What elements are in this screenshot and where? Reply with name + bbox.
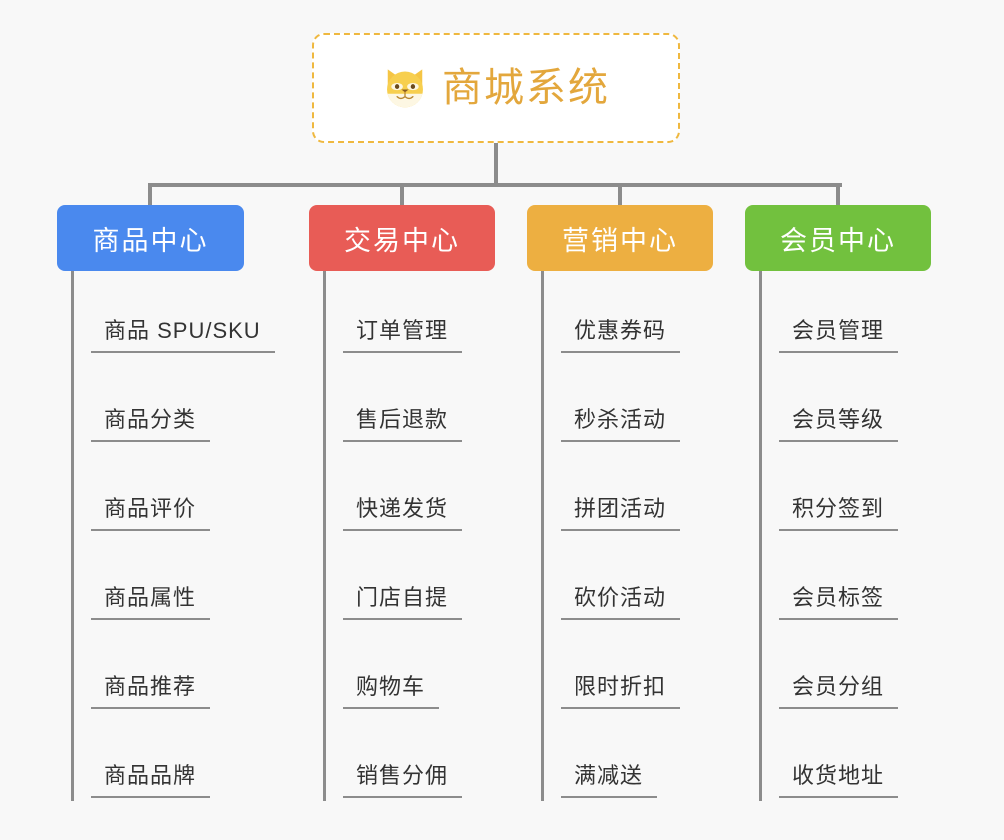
connector-root-vertical: [494, 143, 498, 185]
list-item-label: 会员管理: [779, 313, 899, 353]
root-node[interactable]: 商城系统: [312, 33, 680, 143]
connector-drop-1: [400, 183, 404, 205]
connector-drop-2: [618, 183, 622, 205]
list-item-label: 秒杀活动: [561, 402, 681, 442]
list-item-label: 销售分佣: [343, 758, 463, 798]
list-item[interactable]: 会员等级: [762, 356, 931, 445]
category-header-label: 商品中心: [92, 225, 209, 256]
list-item[interactable]: 满减送: [544, 712, 713, 801]
list-item-label: 砍价活动: [561, 580, 681, 620]
list-item[interactable]: 门店自提: [326, 534, 495, 623]
category-header-3[interactable]: 会员中心: [745, 205, 931, 271]
list-item[interactable]: 销售分佣: [326, 712, 495, 801]
list-item-label: 快递发货: [343, 491, 463, 531]
list-item-label: 商品分类: [91, 402, 211, 442]
list-item[interactable]: 购物车: [326, 623, 495, 712]
list-item-label: 商品 SPU/SKU: [91, 313, 275, 353]
connector-horizontal-bus: [148, 183, 842, 187]
connector-drop-3: [836, 183, 840, 205]
category-header-1[interactable]: 交易中心: [309, 205, 495, 271]
list-item[interactable]: 订单管理: [326, 271, 495, 356]
category-items-2: 优惠券码 秒杀活动 拼团活动 砍价活动 限时折扣 满减送: [541, 271, 713, 801]
list-item-label: 满减送: [561, 758, 658, 798]
list-item-label: 拼团活动: [561, 491, 681, 531]
list-item[interactable]: 商品推荐: [74, 623, 275, 712]
list-item[interactable]: 限时折扣: [544, 623, 713, 712]
list-item-label: 商品评价: [91, 491, 211, 531]
category-column-3: 会员中心 会员管理 会员等级 积分签到 会员标签 会员分组 收货地址: [745, 205, 931, 801]
list-item-label: 会员标签: [779, 580, 899, 620]
category-header-0[interactable]: 商品中心: [57, 205, 244, 271]
list-item-label: 订单管理: [343, 313, 463, 353]
list-item-label: 商品属性: [91, 580, 211, 620]
category-column-1: 交易中心 订单管理 售后退款 快递发货 门店自提 购物车 销售分佣: [309, 205, 495, 801]
list-item[interactable]: 商品分类: [74, 356, 275, 445]
list-item-label: 会员分组: [779, 669, 899, 709]
list-item[interactable]: 快递发货: [326, 445, 495, 534]
list-item[interactable]: 会员管理: [762, 271, 931, 356]
root-title: 商城系统: [442, 66, 610, 110]
list-item-label: 收货地址: [779, 758, 899, 798]
list-item[interactable]: 砍价活动: [544, 534, 713, 623]
list-item[interactable]: 拼团活动: [544, 445, 713, 534]
list-item[interactable]: 售后退款: [326, 356, 495, 445]
category-items-0: 商品 SPU/SKU 商品分类 商品评价 商品属性 商品推荐 商品品牌: [71, 271, 275, 801]
dog-face-icon: [382, 65, 428, 111]
list-item-label: 积分签到: [779, 491, 899, 531]
category-header-label: 会员中心: [780, 225, 896, 256]
list-item-label: 商品推荐: [91, 669, 211, 709]
list-item[interactable]: 收货地址: [762, 712, 931, 801]
list-item[interactable]: 商品评价: [74, 445, 275, 534]
list-item-label: 购物车: [343, 669, 440, 709]
category-header-label: 营销中心: [562, 225, 678, 256]
list-item-label: 限时折扣: [561, 669, 681, 709]
list-item[interactable]: 商品品牌: [74, 712, 275, 801]
list-item[interactable]: 积分签到: [762, 445, 931, 534]
list-item-label: 会员等级: [779, 402, 899, 442]
list-item[interactable]: 商品属性: [74, 534, 275, 623]
list-item[interactable]: 商品 SPU/SKU: [74, 271, 275, 356]
list-item-label: 优惠券码: [561, 313, 681, 353]
category-items-1: 订单管理 售后退款 快递发货 门店自提 购物车 销售分佣: [323, 271, 495, 801]
list-item[interactable]: 会员分组: [762, 623, 931, 712]
category-items-3: 会员管理 会员等级 积分签到 会员标签 会员分组 收货地址: [759, 271, 931, 801]
category-header-label: 交易中心: [344, 225, 460, 256]
list-item-label: 门店自提: [343, 580, 463, 620]
category-column-2: 营销中心 优惠券码 秒杀活动 拼团活动 砍价活动 限时折扣 满减送: [527, 205, 713, 801]
list-item[interactable]: 优惠券码: [544, 271, 713, 356]
connector-drop-0: [148, 183, 152, 205]
list-item[interactable]: 秒杀活动: [544, 356, 713, 445]
category-header-2[interactable]: 营销中心: [527, 205, 713, 271]
list-item-label: 售后退款: [343, 402, 463, 442]
list-item[interactable]: 会员标签: [762, 534, 931, 623]
category-column-0: 商品中心 商品 SPU/SKU 商品分类 商品评价 商品属性 商品推荐 商品品牌: [57, 205, 275, 801]
list-item-label: 商品品牌: [91, 758, 211, 798]
